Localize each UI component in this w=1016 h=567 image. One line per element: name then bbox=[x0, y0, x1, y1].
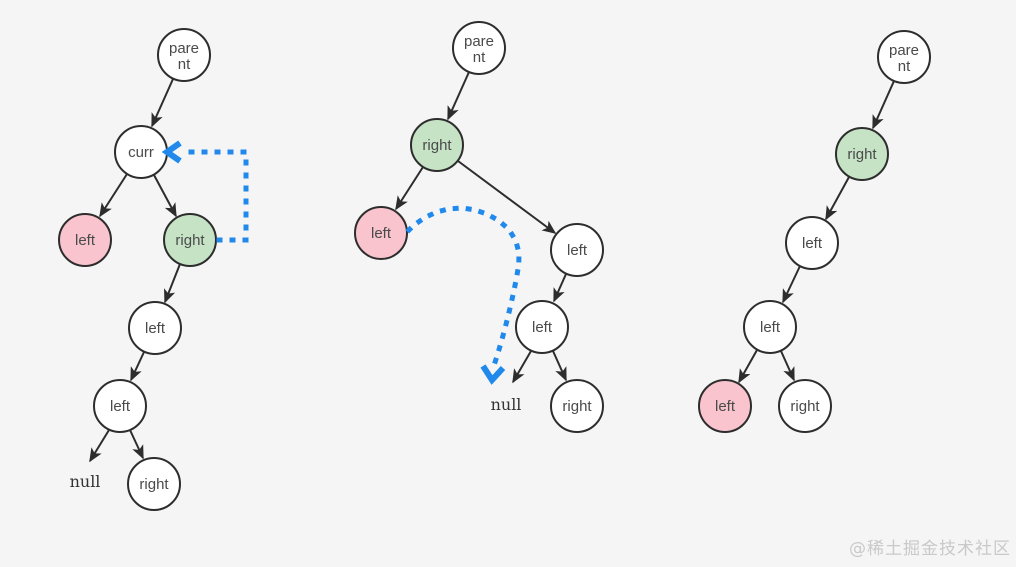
node-circle bbox=[835, 127, 889, 181]
node-circle bbox=[163, 213, 217, 267]
node-circle bbox=[550, 223, 604, 277]
tree-1-node-left: left bbox=[58, 213, 112, 267]
tree-3-node-right-2: right bbox=[778, 379, 832, 433]
node-circle bbox=[785, 216, 839, 270]
node-label: left bbox=[75, 232, 96, 249]
tree-edge-right-to-left-2 bbox=[457, 160, 557, 234]
node-circle bbox=[127, 457, 181, 511]
tree-edge-parent-to-curr bbox=[151, 78, 174, 128]
tree-1-node-left-3: left bbox=[93, 379, 147, 433]
node-label: left bbox=[715, 398, 736, 415]
tree-3-node-left-3: left bbox=[698, 379, 752, 433]
node-label: right bbox=[847, 146, 877, 163]
tree-2-node-left: left bbox=[354, 206, 408, 260]
node-label: right bbox=[562, 398, 592, 415]
node-label: left bbox=[145, 320, 166, 337]
node-label: left bbox=[567, 242, 588, 259]
watermark: @稀土掘金技术社区 bbox=[849, 539, 1011, 559]
node-circle bbox=[698, 379, 752, 433]
node-label: right bbox=[139, 476, 169, 493]
node-circle bbox=[877, 30, 931, 84]
tree-3-node-left: left bbox=[785, 216, 839, 270]
node-label: left bbox=[760, 319, 781, 336]
tree-edge-right-to-left bbox=[395, 166, 424, 211]
dotted-link-path bbox=[405, 205, 522, 372]
tree-3-node-right: right bbox=[835, 127, 889, 181]
tree-edge-right-to-left bbox=[825, 176, 850, 221]
tree-2-node-right-2: right bbox=[550, 379, 604, 433]
tree-edge-parent-to-right bbox=[447, 71, 470, 121]
node-label: left bbox=[371, 225, 392, 242]
node-circle bbox=[743, 300, 797, 354]
node-circle bbox=[550, 379, 604, 433]
tree-edge-left-3-to-right-2 bbox=[552, 350, 567, 382]
node-label: curr bbox=[128, 144, 154, 161]
tree-2-node-right: right bbox=[410, 118, 464, 172]
threaded-link-left-to-null bbox=[405, 205, 522, 385]
tree-2-node-left-2: left bbox=[550, 223, 604, 277]
node-circle bbox=[515, 300, 569, 354]
tree-edge-left-to-left-2 bbox=[782, 265, 801, 304]
link-arrowhead-chevron-icon bbox=[480, 364, 506, 385]
node-label: right bbox=[422, 137, 452, 154]
tree-1-node-right: right bbox=[163, 213, 217, 267]
tree-edge-left-2-to-left-3 bbox=[738, 349, 758, 384]
link-arrowhead-chevron-icon bbox=[161, 140, 182, 164]
node-circle bbox=[58, 213, 112, 267]
tree-1-node-left-2: left bbox=[128, 301, 182, 355]
tree-edge-left-2-to-left-3 bbox=[553, 273, 567, 303]
node-circle bbox=[778, 379, 832, 433]
node-label: right bbox=[790, 398, 820, 415]
threaded-link-right-to-curr bbox=[161, 140, 249, 243]
tree-edge-right-to-left-2 bbox=[164, 263, 181, 304]
tree-edge-left-3-to-null bbox=[89, 429, 110, 463]
tree-2-node-left-3: left bbox=[515, 300, 569, 354]
dotted-link-path bbox=[181, 149, 249, 243]
tree-edge-left-2-to-left-3 bbox=[130, 351, 145, 382]
node-circle bbox=[452, 21, 506, 75]
node-label: left bbox=[802, 235, 823, 252]
tree-edge-parent-to-right bbox=[872, 80, 895, 130]
node-circle bbox=[157, 28, 211, 82]
node-circle bbox=[93, 379, 147, 433]
tree-1-node-curr: curr bbox=[114, 125, 168, 179]
node-circle bbox=[128, 301, 182, 355]
node-circle bbox=[410, 118, 464, 172]
tree-edge-left-3-to-null bbox=[512, 350, 532, 384]
node-label: right bbox=[175, 232, 205, 249]
node-label: left bbox=[532, 319, 553, 336]
tree-edge-curr-to-left bbox=[99, 173, 128, 218]
null-label: null bbox=[491, 395, 522, 414]
node-circle bbox=[354, 206, 408, 260]
tree-edge-left-2-to-right-2 bbox=[780, 350, 795, 382]
tree-edge-left-3-to-right-2 bbox=[129, 429, 144, 460]
tree-3-node-left-2: left bbox=[743, 300, 797, 354]
tree-edge-curr-to-right bbox=[153, 174, 177, 218]
null-label: null bbox=[70, 472, 101, 491]
tree-1-node-right-2: right bbox=[127, 457, 181, 511]
node-label: left bbox=[110, 398, 131, 415]
